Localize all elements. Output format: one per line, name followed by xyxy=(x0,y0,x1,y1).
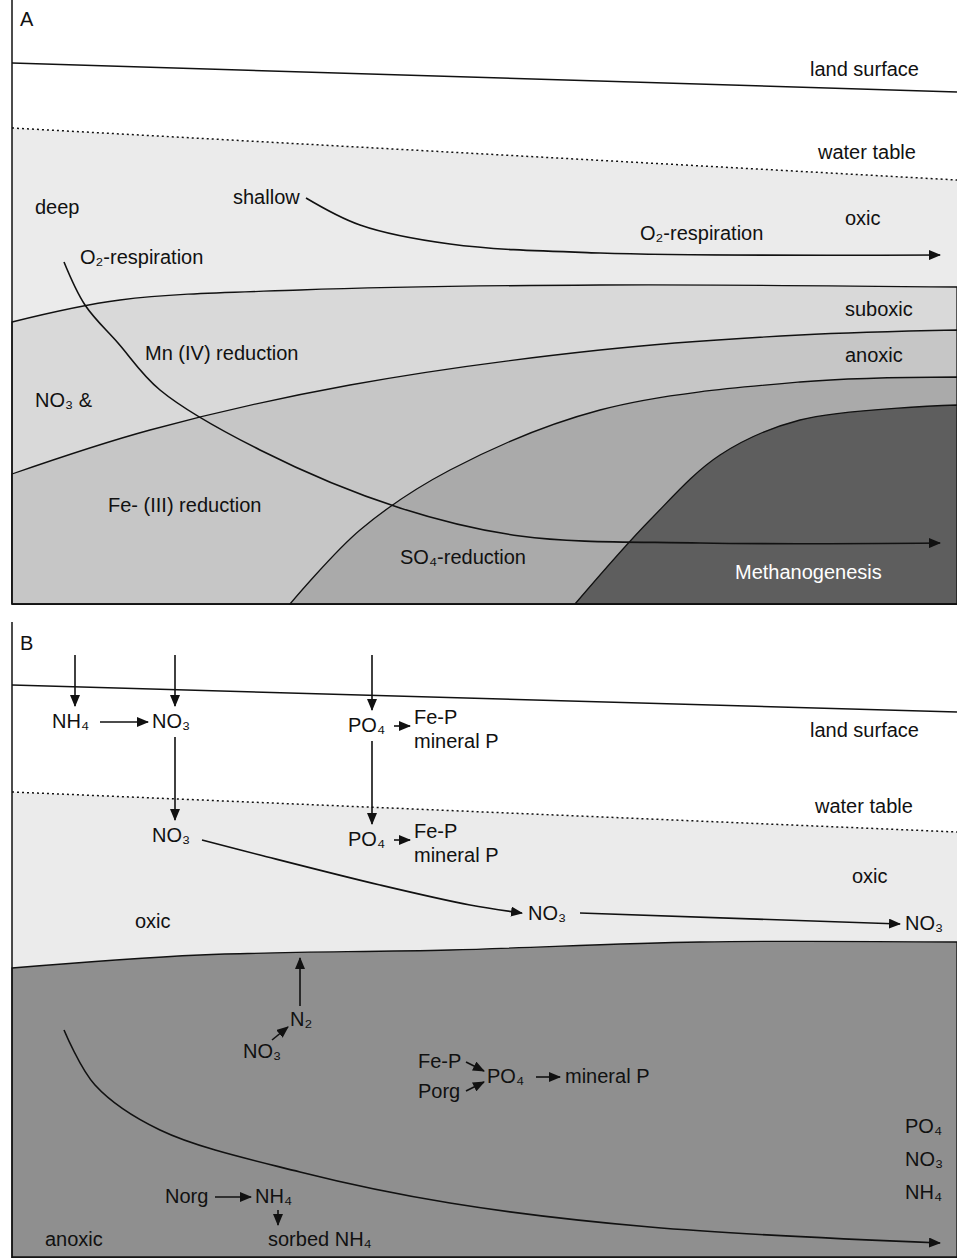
zone-label: suboxic xyxy=(845,298,913,321)
sorption-arrow xyxy=(277,1210,279,1225)
species-label: Norg xyxy=(165,1185,208,1208)
flow-arrow xyxy=(64,262,940,544)
species-label: sorbed NH₄ xyxy=(268,1228,372,1251)
input-arrow xyxy=(371,655,373,710)
panel-frame xyxy=(12,603,957,605)
transport-arrow xyxy=(371,741,373,824)
species-label: Fe-P xyxy=(414,820,457,843)
reaction-arrow xyxy=(100,721,148,723)
reaction-arrow xyxy=(394,839,410,841)
panel-frame xyxy=(11,622,13,1258)
species-label: mineral P xyxy=(414,844,498,867)
species-label: NH₄ xyxy=(905,1181,942,1204)
panel-frame xyxy=(11,0,13,604)
process-label: Mn (IV) reduction xyxy=(145,342,298,365)
reaction-arrow xyxy=(536,1076,560,1078)
process-label: O₂-respiration xyxy=(640,222,763,245)
sulfate-zone xyxy=(290,377,957,604)
reaction-arrow xyxy=(394,725,410,727)
reaction-arrow xyxy=(466,1082,484,1091)
species-label: NO₃ xyxy=(905,912,943,935)
process-label: O₂-respiration xyxy=(80,246,203,269)
zone-label: anoxic xyxy=(45,1228,103,1251)
species-label: NH₄ xyxy=(255,1185,292,1208)
flow-arrow xyxy=(306,198,940,255)
panel-frame xyxy=(12,1256,957,1258)
species-label: mineral P xyxy=(565,1065,649,1088)
zone-label: oxic xyxy=(852,865,888,888)
flow-arrow xyxy=(580,913,900,924)
flow-arrow xyxy=(202,840,522,913)
zone-label: oxic xyxy=(135,910,171,933)
panel-letter: A xyxy=(20,8,33,31)
surface-label: land surface xyxy=(810,58,919,81)
surface-label: water table xyxy=(815,795,913,818)
reaction-arrow xyxy=(466,1062,484,1071)
reaction-arrow xyxy=(272,1027,288,1040)
land-surface-line xyxy=(12,685,957,712)
species-label: PO₄ xyxy=(487,1065,524,1088)
panel-letter: B xyxy=(20,632,33,655)
suboxic-zone xyxy=(12,285,957,604)
anoxic-zone xyxy=(12,941,957,1258)
oxic-zone xyxy=(12,128,957,604)
species-label: NO₃ xyxy=(905,1148,943,1171)
species-label: NH₄ xyxy=(52,710,89,733)
flow-label: shallow xyxy=(233,186,300,209)
input-arrow xyxy=(74,655,76,706)
zone-label: anoxic xyxy=(845,344,903,367)
species-label: Fe-P xyxy=(414,706,457,729)
degassing-arrow xyxy=(299,958,301,1006)
flow-label: deep xyxy=(35,196,80,219)
anoxic-zone xyxy=(12,330,957,604)
surface-label: land surface xyxy=(810,719,919,742)
species-label: PO₄ xyxy=(348,714,385,737)
methanogenesis-zone xyxy=(575,405,957,604)
species-label: NO₃ xyxy=(243,1040,281,1063)
species-label: Porg xyxy=(418,1080,460,1103)
flow-arrow xyxy=(64,1030,940,1243)
species-label: NO₃ xyxy=(152,824,190,847)
species-label: mineral P xyxy=(414,730,498,753)
surface-label: water table xyxy=(818,141,916,164)
water-table-line xyxy=(12,128,957,180)
species-label: N₂ xyxy=(290,1008,312,1031)
process-label: Methanogenesis xyxy=(735,561,882,584)
transport-arrow xyxy=(174,737,176,820)
oxic-zone xyxy=(12,792,957,1258)
species-label: PO₄ xyxy=(348,828,385,851)
process-label: SO₄-reduction xyxy=(400,546,526,569)
species-label: PO₄ xyxy=(905,1115,942,1138)
species-label: NO₃ xyxy=(528,902,566,925)
process-label: Fe- (III) reduction xyxy=(108,494,261,517)
reaction-arrow xyxy=(215,1196,251,1198)
zone-label: oxic xyxy=(845,207,881,230)
species-label: Fe-P xyxy=(418,1050,461,1073)
species-label: NO₃ xyxy=(152,710,190,733)
process-label: NO₃ & xyxy=(35,389,92,412)
input-arrow xyxy=(174,655,176,706)
